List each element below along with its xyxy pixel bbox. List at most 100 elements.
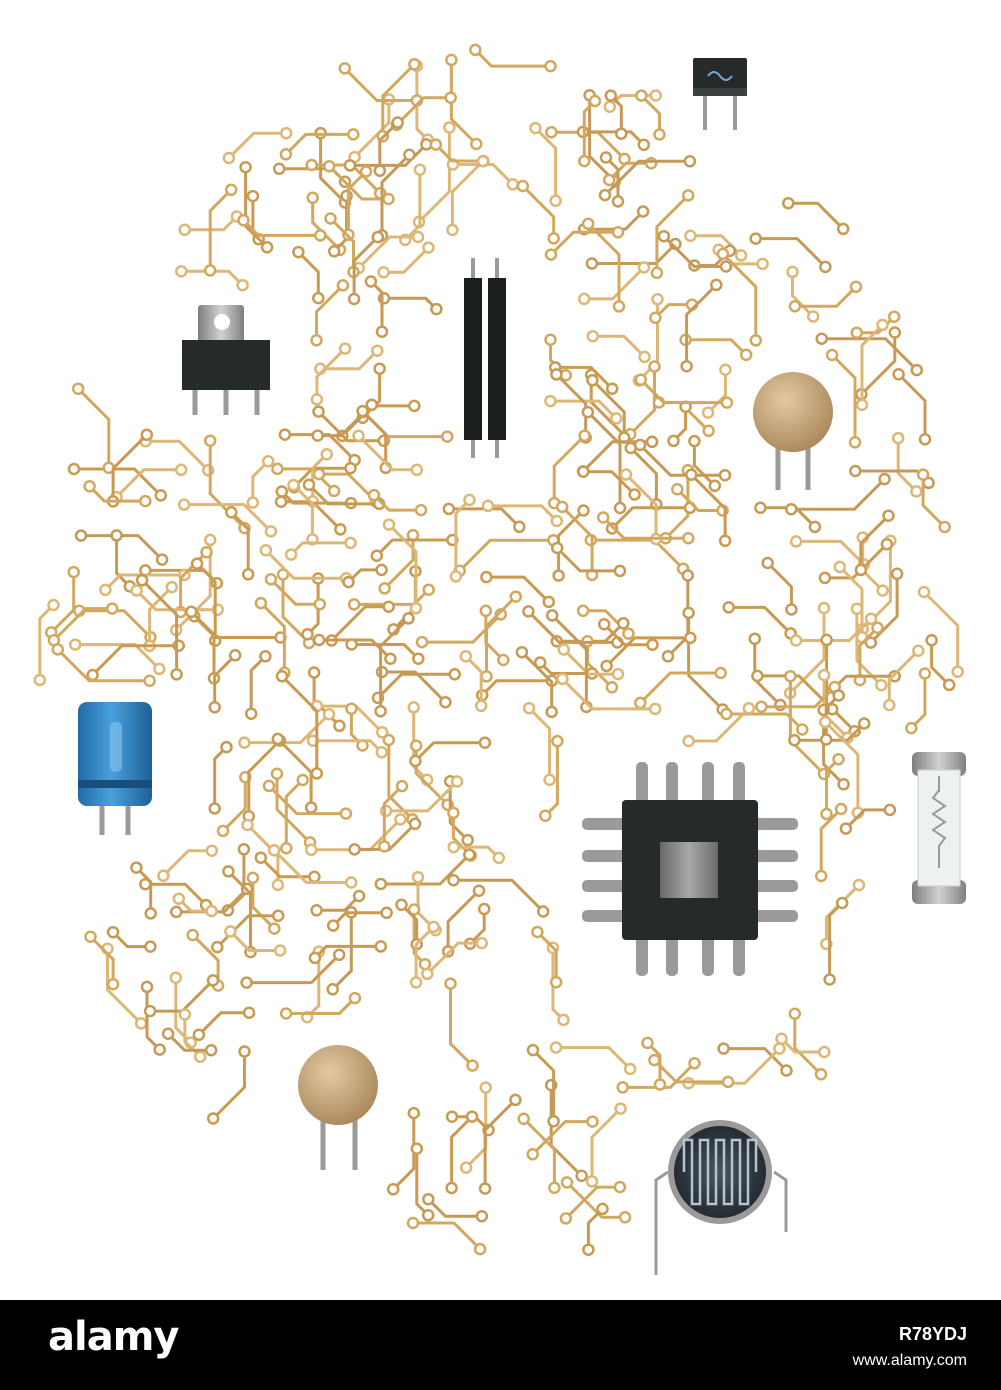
solder-pad [782, 196, 795, 210]
circuit-trace [481, 679, 552, 697]
solder-pad [549, 1041, 563, 1054]
solder-pad [611, 225, 625, 239]
circuit-trace [688, 707, 750, 743]
circuit-trace [259, 856, 315, 879]
circuit-trace [640, 94, 661, 135]
solder-pad [473, 1242, 487, 1256]
solder-pad [653, 128, 666, 141]
solder-pad [648, 1053, 661, 1067]
circuit-trace [259, 602, 286, 673]
solder-pad [332, 948, 346, 962]
solder-pad [272, 162, 286, 176]
solder-pad [479, 1081, 492, 1094]
solder-pad [334, 523, 347, 536]
circuit-trace [378, 121, 399, 171]
circuit-trace [196, 562, 217, 641]
circuit-trace [838, 565, 864, 638]
solder-pad [837, 778, 850, 791]
circuit-trace [162, 849, 212, 877]
circuit-trace [343, 67, 417, 102]
solder-pad [161, 1027, 175, 1040]
circuit-trace [145, 439, 210, 472]
solder-pad [314, 229, 327, 242]
solder-pad [784, 669, 797, 683]
solder-pad [322, 707, 336, 721]
circuit-trace [564, 1185, 620, 1220]
solder-pad [600, 659, 613, 673]
circuit-trace [112, 931, 151, 949]
solder-pad [596, 511, 610, 524]
circuit-trace [859, 514, 890, 570]
solder-pad [789, 634, 803, 647]
photoresistor-icon [654, 1120, 788, 1275]
solder-pad [371, 344, 384, 357]
solder-pad [310, 334, 323, 347]
solder-pad [533, 656, 547, 669]
solder-pad [526, 1043, 540, 1057]
circuit-trace [357, 235, 419, 270]
solder-pad [876, 584, 889, 597]
circuit-trace [584, 210, 645, 231]
circuit-trace [251, 196, 269, 249]
solder-pad [550, 541, 564, 555]
solder-pad [602, 173, 616, 187]
circuit-trace [794, 285, 858, 308]
solder-pad [596, 1202, 609, 1216]
circuit-trace [766, 561, 793, 610]
circuit-trace [844, 808, 890, 830]
solder-pad [308, 951, 322, 965]
circuit-trace [856, 315, 896, 335]
solder-pad [552, 569, 565, 582]
solder-pad [615, 127, 628, 140]
circuit-trace [190, 610, 216, 679]
solder-pad [556, 672, 569, 686]
solder-pad [469, 43, 482, 57]
solder-pad [775, 1032, 788, 1045]
solder-pad [912, 644, 925, 657]
solder-pad [441, 430, 454, 443]
solder-pad [324, 212, 337, 225]
circuit-trace [313, 739, 383, 754]
circuit-trace [319, 638, 392, 660]
solder-pad [67, 462, 81, 476]
circuit-trace [721, 252, 758, 341]
fuse-icon [912, 752, 966, 904]
solder-pad [190, 557, 204, 570]
solder-pad [480, 570, 493, 584]
circuit-trace [449, 59, 478, 146]
solder-pad [261, 455, 275, 468]
solder-pad [720, 707, 733, 721]
circuit-trace [104, 573, 185, 591]
solder-pad [613, 1180, 627, 1194]
solder-pad [375, 726, 389, 739]
circuit-trace [622, 1062, 696, 1089]
solder-pad [481, 499, 495, 513]
solder-pad [205, 904, 218, 918]
circuit-trace [315, 284, 344, 341]
circuit-trace [860, 332, 897, 396]
circuit-trace [550, 399, 618, 420]
solder-pad [619, 468, 633, 481]
circuit-trace [521, 184, 556, 239]
solder-pad [308, 870, 321, 884]
solder-pad [338, 62, 352, 75]
circuit-trace [488, 504, 558, 523]
solder-pad [186, 928, 199, 942]
circuit-trace [788, 201, 845, 230]
solder-pad [412, 652, 425, 665]
solder-pad [153, 662, 166, 676]
solder-pad [681, 189, 695, 202]
solder-pad [406, 1216, 420, 1230]
solder-pad [749, 334, 763, 347]
circuit-trace [565, 1181, 626, 1219]
circuit-trace [184, 215, 238, 232]
solder-pad [259, 650, 272, 663]
solder-pad [785, 502, 798, 516]
circuit-trace [230, 511, 250, 575]
circuit-trace [181, 269, 244, 287]
solder-pad [603, 100, 617, 113]
circuit-trace [383, 246, 430, 274]
solder-pad [344, 461, 357, 475]
solder-pad [755, 700, 768, 713]
solder-pad [682, 734, 695, 748]
